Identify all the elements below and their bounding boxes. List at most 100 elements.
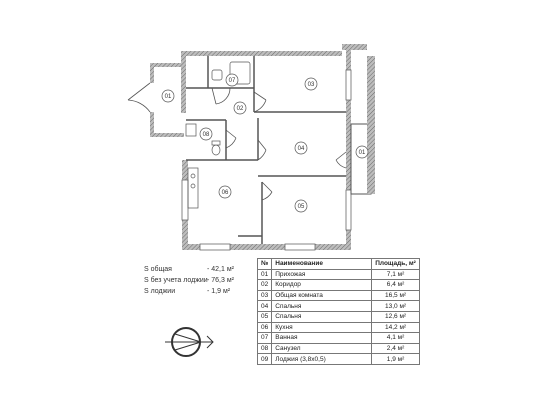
partitions [186,56,346,244]
cell-area: 6,4 м² [371,279,420,291]
toilet-tank [211,140,221,146]
tag-circle [218,185,232,199]
tag-circle [304,77,318,91]
kitchen-counter [187,167,199,209]
sink-bath [211,69,223,81]
loggia [350,56,375,195]
summary-label: S общая [144,266,172,273]
tag-circle [161,89,175,103]
wall-entrance-top [150,63,181,67]
summary-row: S общая - 42,1 м² [144,264,244,275]
header-num: № [256,258,273,270]
wall-left-upper [181,51,186,113]
cell-num: 07 [256,332,273,344]
cell-area: 7,1 м² [371,268,420,281]
area-summary: S общая - 42,1 м² S без учета лоджии - 7… [144,264,244,297]
room-tag-loggia: 01 [359,150,366,156]
tag-circle [294,141,308,155]
door-bedroom2 [261,181,273,201]
cell-num: 05 [256,310,273,323]
fixtures [185,61,251,209]
stove-burner [190,173,196,179]
cell-area: 13,0 м² [371,300,420,312]
room-tags: 01 02 03 04 05 06 07 08 01 [161,73,369,213]
cell-area: 2,4 м² [371,342,420,355]
cell-name: Лоджия (3,8х0,5) [271,353,373,365]
room-tag-05: 05 [298,204,305,210]
wall-entrance-left-low [150,112,154,136]
cell-num: 01 [256,268,273,281]
wall-entrance-bottom [150,133,184,137]
cell-name: Санузел [271,342,373,355]
summary-label: S лоджии [144,288,176,295]
cell-name: Спальня [271,300,373,312]
room-tag-04: 04 [298,146,305,152]
cell-num: 04 [256,300,273,312]
cell-num: 09 [256,353,273,365]
tag-circle [294,199,308,213]
door-living [253,91,267,113]
cell-name: Кухня [271,321,373,334]
room-tag-07: 07 [229,78,236,84]
table-row: 04 Спальня 13,0 м² [256,300,420,312]
summary-value: - 76,3 м² [207,277,234,284]
wall-right [346,50,351,250]
cell-num: 02 [256,279,273,291]
compass-icon [165,327,214,357]
loggia-wall [367,56,375,194]
room-tag-03: 03 [308,82,315,88]
cell-name: Общая комната [271,289,373,302]
table-row: 08 Санузел 2,4 м² [256,342,420,355]
window-bedroom-bottom [284,243,316,251]
wall-top-right [342,44,367,50]
cell-area: 16,5 м² [371,289,420,302]
compass-tip [206,335,214,349]
wall-entrance-left [150,63,154,83]
tag-circle [199,127,213,141]
cell-name: Прихожая [271,268,373,281]
window-bedroom2 [345,189,352,231]
cell-num: 03 [256,289,273,302]
floor-plan: 01 02 03 04 05 06 07 08 01 [127,44,375,251]
compass-arrow [174,333,203,351]
room-table: № Наименование Площадь, м² 01 Прихожая 7… [256,258,420,365]
door-wc [225,129,237,149]
room-tag-02: 02 [237,106,244,112]
door-loggia [335,151,347,169]
door-entrance [127,82,151,113]
table-row: 05 Спальня 12,6 м² [256,310,420,323]
table-row: 02 Коридор 6,4 м² [256,279,420,291]
tag-circle [355,145,369,159]
table-row: 03 Общая комната 16,5 м² [256,289,420,302]
stove-burner-2 [190,183,196,189]
table-header-row: № Наименование Площадь, м² [256,258,420,270]
cell-name: Ванная [271,332,373,344]
header-area: Площадь, м² [371,258,420,270]
summary-value: - 1,9 м² [207,288,231,295]
room-tag-06: 06 [222,190,229,196]
tag-circle [225,73,239,87]
summary-row: S лоджии - 1,9 м² [144,286,244,297]
window-living [345,69,352,101]
door-bedroom1 [257,139,267,161]
door-bath [211,87,231,105]
cell-area: 4,1 м² [371,332,420,344]
summary-label: S без учета лоджии [144,277,208,284]
cell-area: 12,6 м² [371,310,420,323]
cell-area: 1,9 м² [371,353,420,365]
header-name: Наименование [271,258,373,270]
window-kitchen [199,243,231,251]
wall-top [181,51,342,56]
summary-row: S без учета лоджии - 76,3 м² [144,275,244,286]
doors [127,82,347,201]
table-row: 09 Лоджия (3,8х0,5) 1,9 м² [256,353,420,365]
table-row: 07 Ванная 4,1 м² [256,332,420,344]
washer [185,123,197,137]
table-row: 06 Кухня 14,2 м² [256,321,420,334]
cell-area: 14,2 м² [371,321,420,334]
cell-name: Коридор [271,279,373,291]
summary-value: - 42,1 м² [207,266,234,273]
table-row: 01 Прихожая 7,1 м² [256,268,420,281]
toilet [211,144,221,156]
wall-bottom [182,244,351,250]
